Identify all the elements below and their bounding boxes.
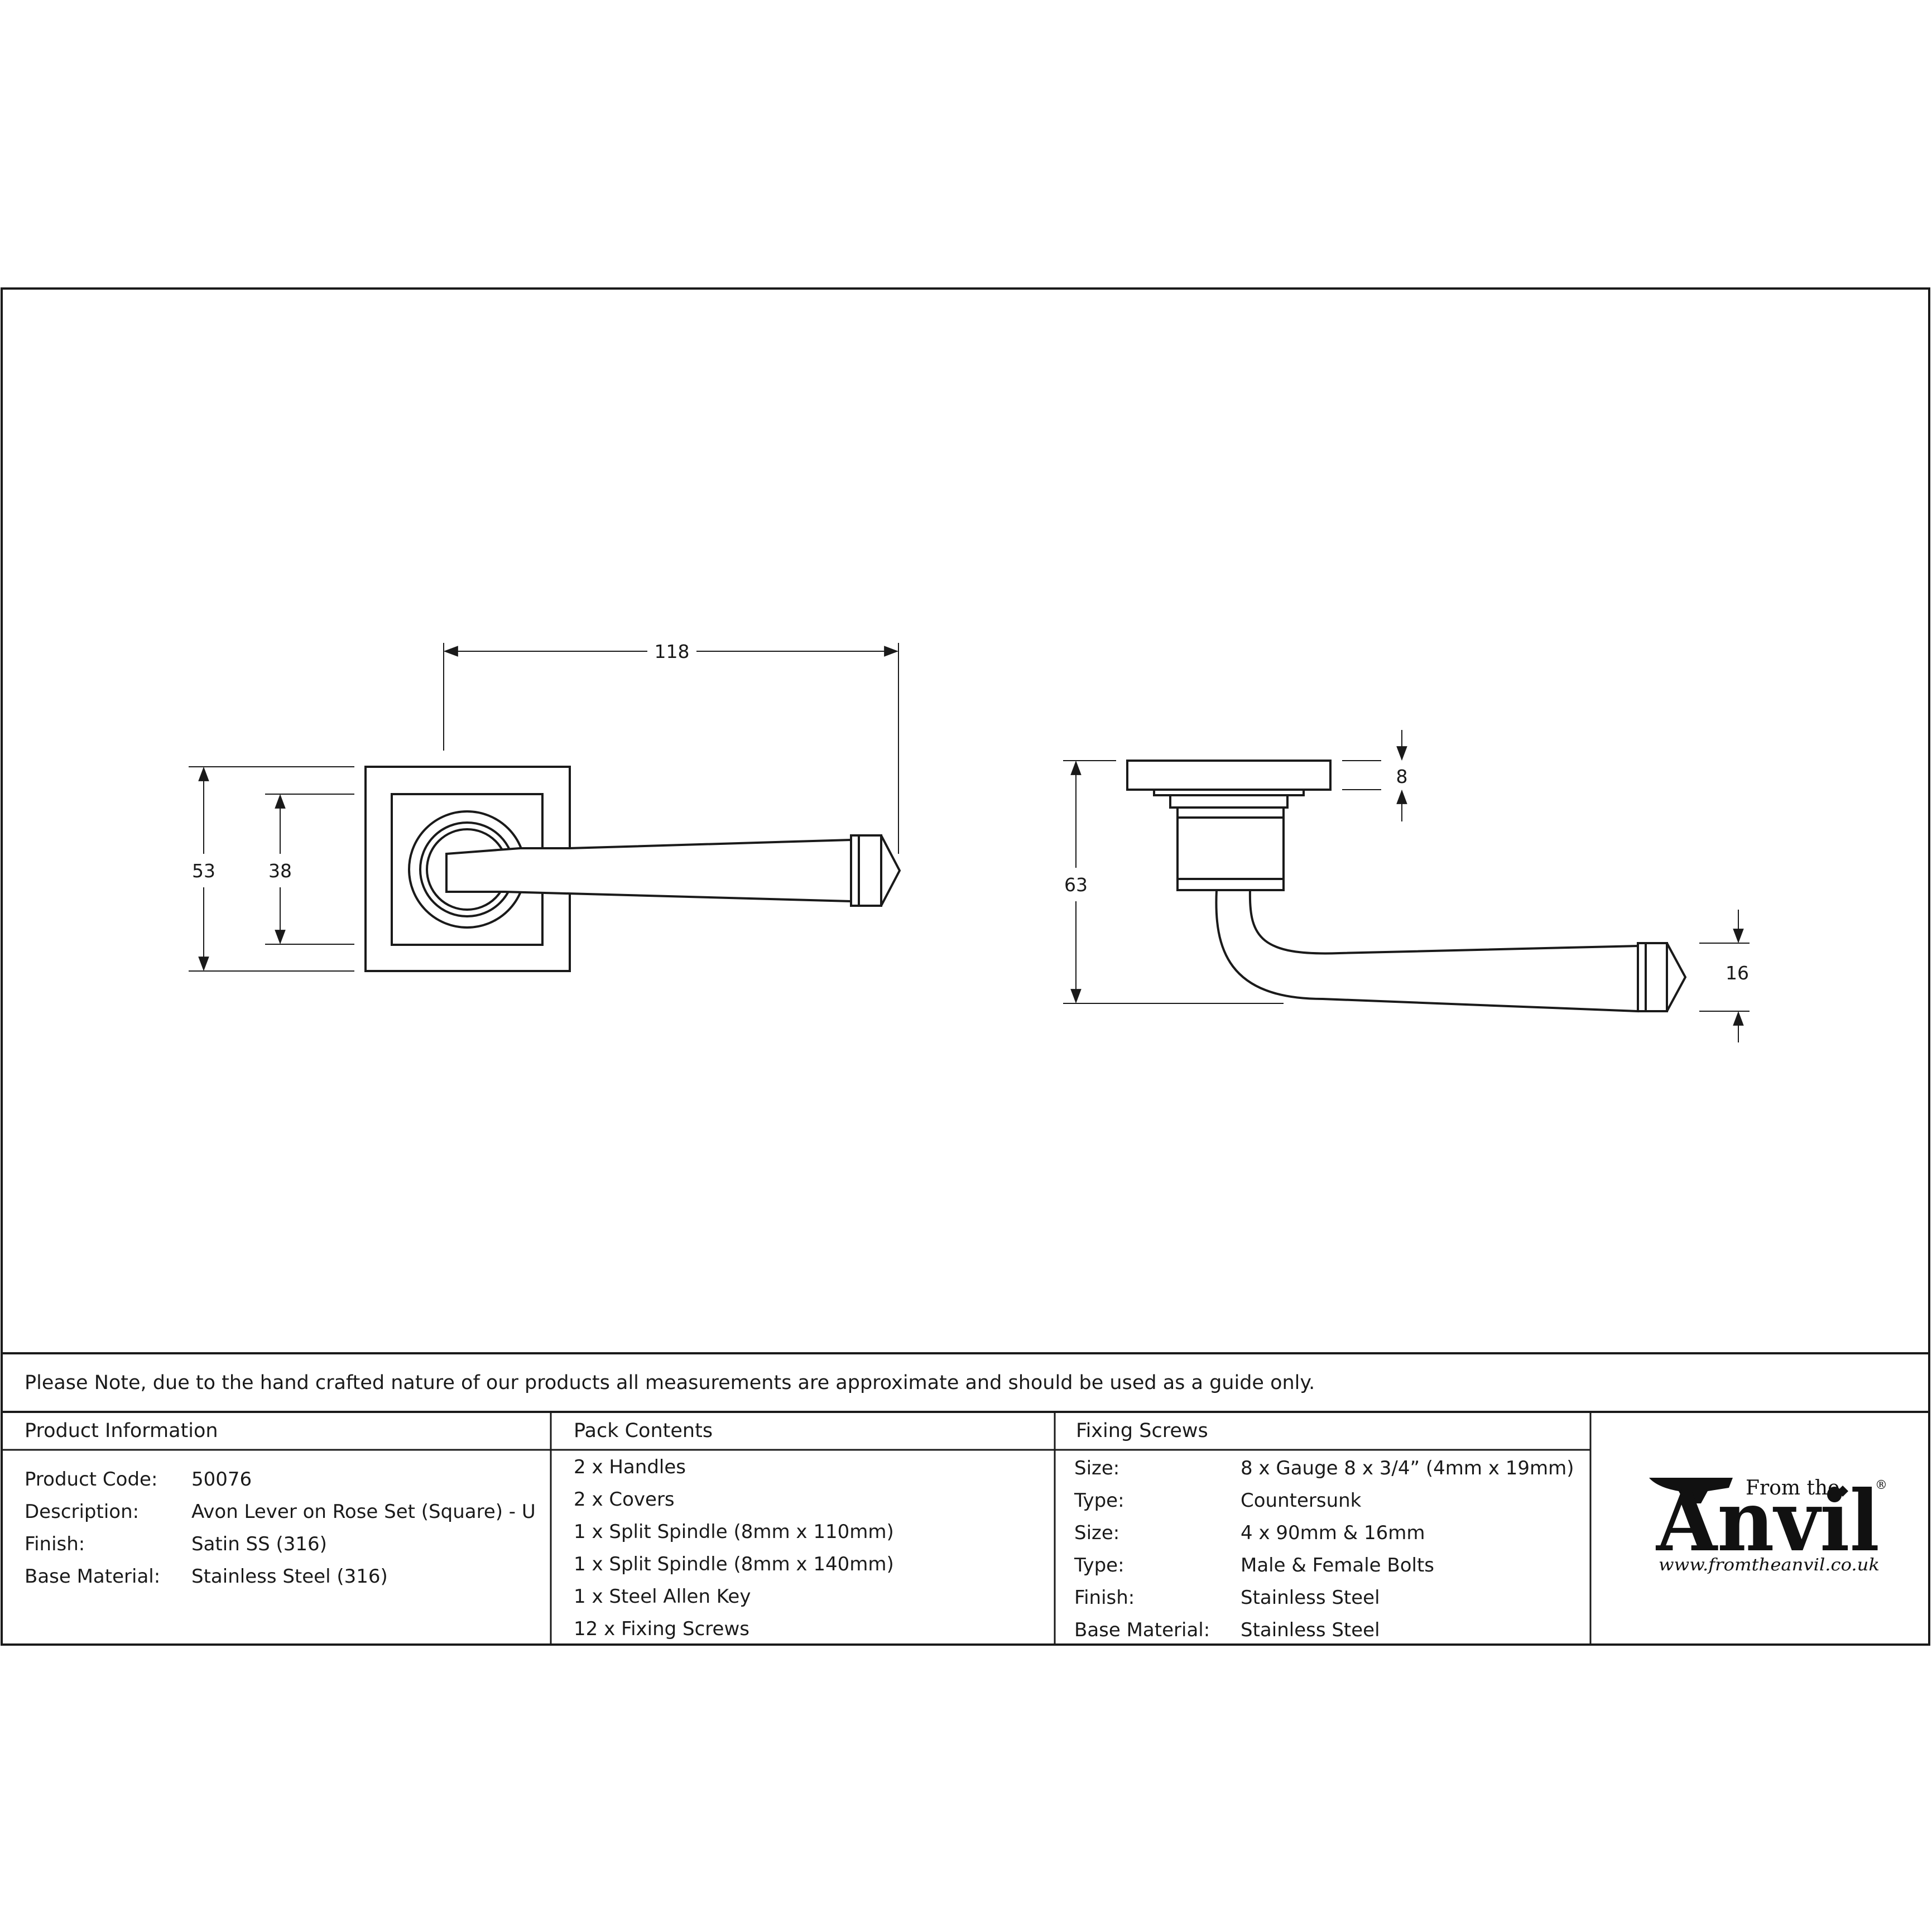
- dim-16-label: 16: [1726, 962, 1749, 984]
- description-value: Avon Lever on Rose Set (Square) - U: [191, 1501, 536, 1523]
- dim-8-label: 8: [1396, 766, 1408, 787]
- side-neck: [1176, 806, 1285, 880]
- product-code-value: 50076: [191, 1468, 252, 1491]
- side-lever-collar: [1637, 942, 1647, 1012]
- fixing-screws-heading: Fixing Screws: [1076, 1420, 1208, 1442]
- drawing-frame: [1, 287, 1930, 1646]
- base-material-value: Stainless Steel (316): [191, 1565, 388, 1588]
- front-view: [364, 766, 901, 972]
- side-neck-base: [1176, 878, 1285, 891]
- brand-registered: ®: [1875, 1478, 1887, 1492]
- lever-cap: [858, 834, 882, 907]
- dim-118-label: 118: [655, 641, 690, 662]
- bolt-type-value: Male & Female Bolts: [1241, 1554, 1434, 1577]
- screw-base-material-value: Stainless Steel: [1241, 1619, 1380, 1641]
- screw-type-value: Countersunk: [1241, 1489, 1362, 1512]
- brand-from-the: From the: [1746, 1477, 1839, 1500]
- screw-size-label: Size:: [1074, 1457, 1119, 1479]
- brand-name: Anvil: [1655, 1472, 1880, 1570]
- screw-type-label: Type:: [1074, 1489, 1124, 1512]
- bolt-size-value: 4 x 90mm & 16mm: [1241, 1522, 1425, 1544]
- pack-contents-list: 2 x Handles 2 x Covers 1 x Split Spindle…: [574, 1456, 894, 1640]
- product-info-heading: Product Information: [25, 1420, 218, 1442]
- fixing-screws-rows: Size: 8 x Gauge 8 x 3/4” (4mm x 19mm) Ty…: [1074, 1457, 1574, 1641]
- side-lever-tip: [1666, 943, 1687, 1012]
- screw-base-material-label: Base Material:: [1074, 1619, 1210, 1641]
- measurement-note: Please Note, due to the hand crafted nat…: [25, 1372, 1315, 1394]
- list-item: 12 x Fixing Screws: [574, 1618, 749, 1640]
- base-material-label: Base Material:: [25, 1565, 160, 1588]
- list-item: 1 x Split Spindle (8mm x 140mm): [574, 1553, 894, 1575]
- list-item: 1 x Steel Allen Key: [574, 1585, 751, 1608]
- side-view: [1126, 760, 1687, 1013]
- side-rose-collar: [1169, 794, 1289, 809]
- dim-38-label: 38: [268, 860, 292, 882]
- product-info-rows: Product Code: 50076 Description: Avon Le…: [25, 1468, 536, 1588]
- description-label: Description:: [25, 1501, 139, 1523]
- lever-tip: [880, 835, 901, 906]
- bolt-size-label: Size:: [1074, 1522, 1119, 1544]
- brand-logo: From the ® Anvil www.fromtheanvil.co.uk: [1649, 1472, 1887, 1575]
- screw-finish-value: Stainless Steel: [1241, 1587, 1380, 1609]
- side-lever-arm: [1215, 889, 1639, 1013]
- diamond-icon: [1837, 1486, 1848, 1497]
- side-dimensions: [1063, 730, 1750, 1042]
- screw-finish-label: Finish:: [1074, 1587, 1135, 1609]
- brand-url: www.fromtheanvil.co.uk: [1659, 1555, 1880, 1575]
- dim-63-label: 63: [1064, 874, 1088, 896]
- finish-label: Finish:: [25, 1533, 85, 1555]
- lever-collar: [850, 834, 860, 907]
- pack-contents-heading: Pack Contents: [574, 1420, 713, 1442]
- product-code-label: Product Code:: [25, 1468, 157, 1491]
- side-lever-cap: [1645, 942, 1668, 1012]
- list-item: 1 x Split Spindle (8mm x 110mm): [574, 1521, 894, 1543]
- anvil-icon: [1649, 1478, 1733, 1503]
- finish-value: Satin SS (316): [191, 1533, 327, 1555]
- lever-body: [445, 838, 852, 903]
- list-item: 2 x Handles: [574, 1456, 686, 1478]
- list-item: 2 x Covers: [574, 1488, 675, 1511]
- side-rose-plate: [1126, 760, 1332, 791]
- bolt-type-label: Type:: [1074, 1554, 1124, 1577]
- front-dimensions: [189, 643, 899, 972]
- dim-53-label: 53: [192, 860, 215, 882]
- screw-size-value: 8 x Gauge 8 x 3/4” (4mm x 19mm): [1241, 1457, 1574, 1479]
